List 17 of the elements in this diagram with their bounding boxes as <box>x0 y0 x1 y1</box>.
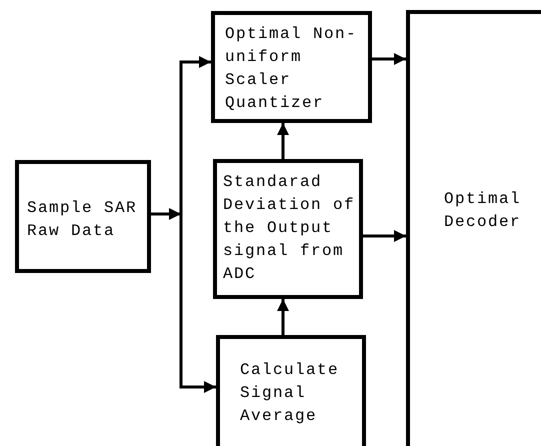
arrow <box>151 208 181 220</box>
box-label: Standarad Deviation of the Output signal from ADC <box>223 172 356 285</box>
process-box <box>15 160 151 273</box>
connector-line <box>180 56 211 214</box>
box-label: Optimal Decoder <box>444 189 522 233</box>
process-box <box>213 159 363 299</box>
box-label: Optimal Non-uniform Scaler Quantizer <box>225 24 358 114</box>
arrow <box>363 230 406 242</box>
box-label: Sample SAR Raw Data <box>27 198 138 242</box>
process-box <box>406 10 541 446</box>
process-box <box>216 335 366 446</box>
arrow <box>277 299 289 335</box>
arrow <box>277 123 289 159</box>
box-label: Calculate Signal Average <box>240 360 340 427</box>
process-box <box>211 11 372 123</box>
arrow <box>372 53 406 65</box>
connector-line <box>180 214 216 393</box>
